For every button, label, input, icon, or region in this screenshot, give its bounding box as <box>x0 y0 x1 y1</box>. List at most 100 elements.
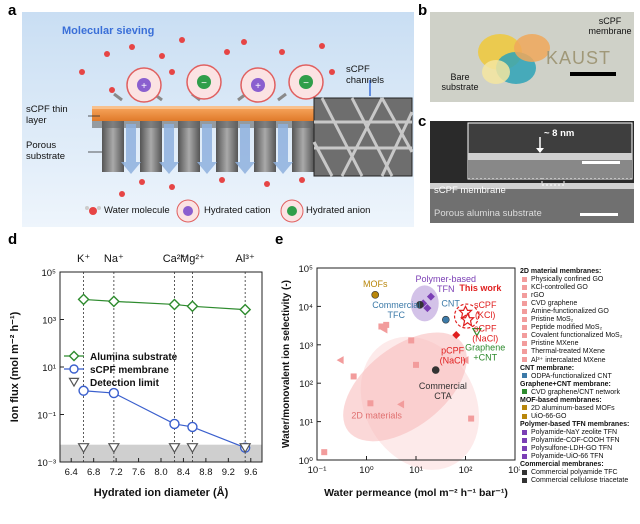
water-molecule-icon <box>85 206 101 215</box>
annotation-4-0: CNT <box>441 298 460 308</box>
legend-item: 2D aluminum-based MOFs <box>520 405 640 413</box>
annotation-7-0: pCPF <box>441 345 465 355</box>
legend-label-1: sCPF membrane <box>90 365 169 376</box>
legend-item-label: Polysulfone-LDH-GO TFN <box>531 445 613 453</box>
scpf-channels-inset <box>312 97 414 177</box>
series-line-1 <box>83 390 246 449</box>
panel-label-e: e <box>275 231 284 248</box>
y-tick-label-0: 10⁰ <box>299 456 314 467</box>
hydrated-ions: + − + − <box>126 64 324 103</box>
legend-item: CVD graphene/CNT network <box>520 389 640 397</box>
y-tick-label-2: 10² <box>299 379 313 390</box>
legend-item-label: 2D aluminum-based MOFs <box>531 404 615 412</box>
scpf-thin-layer <box>92 106 324 121</box>
panel-b-photo <box>430 12 634 102</box>
legend-item: Polysulfone-LDH-GO TFN <box>520 445 640 453</box>
y-tick-label-3: 10³ <box>42 316 56 327</box>
legend-swatch <box>522 349 527 355</box>
legend-item: Commercial cellulose triacetate <box>520 477 640 485</box>
annotation-5-1: (KCl) <box>475 310 496 320</box>
series-0 <box>77 293 252 316</box>
legend-swatch <box>522 429 527 435</box>
legend-item: Peptide modified MoS₂ <box>520 324 640 332</box>
legend-group-title-3: MOF-based membranes: <box>520 396 602 404</box>
legend-item-label: rGO <box>531 292 545 300</box>
legend-swatch <box>522 373 527 379</box>
legend-item: Covalent functionalized MoS₂ <box>520 332 640 340</box>
point-1-2 <box>169 418 180 430</box>
point-2d-6 <box>397 400 405 409</box>
x-tick-label-4: 8.0 <box>154 467 167 478</box>
point-2-0 <box>77 443 90 454</box>
water-molecules <box>79 37 335 197</box>
legend-swatch <box>522 341 527 347</box>
annotation-3-0: Commercial <box>372 300 420 310</box>
x-tick-label-5: 8.4 <box>177 467 190 478</box>
svg-text:−: − <box>201 78 207 89</box>
y-tick-label-4: 10⁵ <box>41 268 56 279</box>
legend-swatch <box>522 453 527 459</box>
legend-group-title-4: Polymer-based TFN membranes: <box>520 420 630 428</box>
legend-swatch <box>522 333 527 339</box>
legend-item: Thermal-treated MXene <box>520 348 640 356</box>
point-2d-7 <box>408 337 415 344</box>
legend-item-label: Covalent functionalized MoS₂ <box>531 332 623 340</box>
legend-item: UiO-66-GO <box>520 413 640 421</box>
legend-item: ODPA-functionalized CNT <box>520 373 640 381</box>
legend-swatch <box>522 308 527 314</box>
legend-item-label: Polyamide-UiO-66 TFN <box>531 453 604 461</box>
legend-swatch <box>522 445 527 451</box>
panel-a-schematic: + − + − <box>22 12 414 227</box>
legend-item-label: ODPA-functionalized CNT <box>531 372 612 380</box>
legend-swatch <box>522 405 527 411</box>
annotation-7-1: (NaCl) <box>440 355 466 365</box>
legend-item-label: Thermal-treated MXene <box>531 348 605 356</box>
point-1-1 <box>108 387 120 399</box>
legend-item-label: Al³⁺ intercalated MXene <box>531 356 606 364</box>
panel-c-sem <box>430 121 634 223</box>
legend-item-label: UiO-66-GO <box>531 412 567 420</box>
legend-swatch <box>522 284 527 290</box>
legend-item-label: Pristine MXene <box>531 340 579 348</box>
annotation-1-0: Polymer-based <box>416 274 477 284</box>
legend-item: Polyamide-UiO-66 TFN <box>520 453 640 461</box>
scale-bar-inset <box>582 161 620 164</box>
legend-membranes: 2D material membranes:Physically confine… <box>520 268 640 485</box>
annotation-8-0: Graphene <box>465 343 505 353</box>
annotation-3-1: TFC <box>388 310 406 320</box>
legend-item: KCl-controlled GO <box>520 284 640 292</box>
point-gcnt-21 <box>471 328 482 337</box>
point-0-4 <box>239 303 252 316</box>
point-tfn-15 <box>423 304 432 313</box>
annotation-9-1: CTA <box>434 391 451 401</box>
x-tick-label-8: 9.6 <box>244 467 257 478</box>
point-1-3 <box>187 421 198 433</box>
x-tick-label-1: 10⁰ <box>359 465 374 476</box>
region-2d-materials-outer <box>360 336 480 470</box>
legend-swatch <box>522 316 527 322</box>
legend-group-title-0: 2D material membranes: <box>520 268 602 275</box>
series-2 <box>77 443 252 454</box>
point-2d-10 <box>468 415 475 422</box>
legend-swatch <box>522 477 527 483</box>
legend-item-label: Polyamide-COF-COOH TFN <box>531 436 620 444</box>
point-0-0 <box>77 293 90 306</box>
point-mof-12 <box>371 291 380 299</box>
legend-cation-text: Hydrated cation <box>204 205 271 216</box>
legend-swatch <box>522 357 527 363</box>
panel-label-d: d <box>8 231 18 248</box>
legend-item-label: Pristine MoS₂ <box>531 316 574 324</box>
legend-marker-1 <box>69 364 79 374</box>
y-tick-label-0: 10⁻³ <box>37 458 56 469</box>
water-flow-arrows <box>121 124 293 174</box>
legend-item: Polyamide-NaY zeolite TFN <box>520 429 640 437</box>
panel-a-title: Molecular sieving <box>62 25 155 37</box>
legend-item-label: Peptide modified MoS₂ <box>531 324 603 332</box>
legend-item: Al³⁺ intercalated MXene <box>520 357 640 365</box>
point-2d-2 <box>378 323 385 330</box>
legend-item-label: Polyamide-NaY zeolite TFN <box>531 428 618 436</box>
legend-item-label: Commercial cellulose triacetate <box>531 477 629 485</box>
ion-label-4: Al³⁺ <box>236 253 255 265</box>
y-tick-label-5: 10⁵ <box>298 264 313 275</box>
